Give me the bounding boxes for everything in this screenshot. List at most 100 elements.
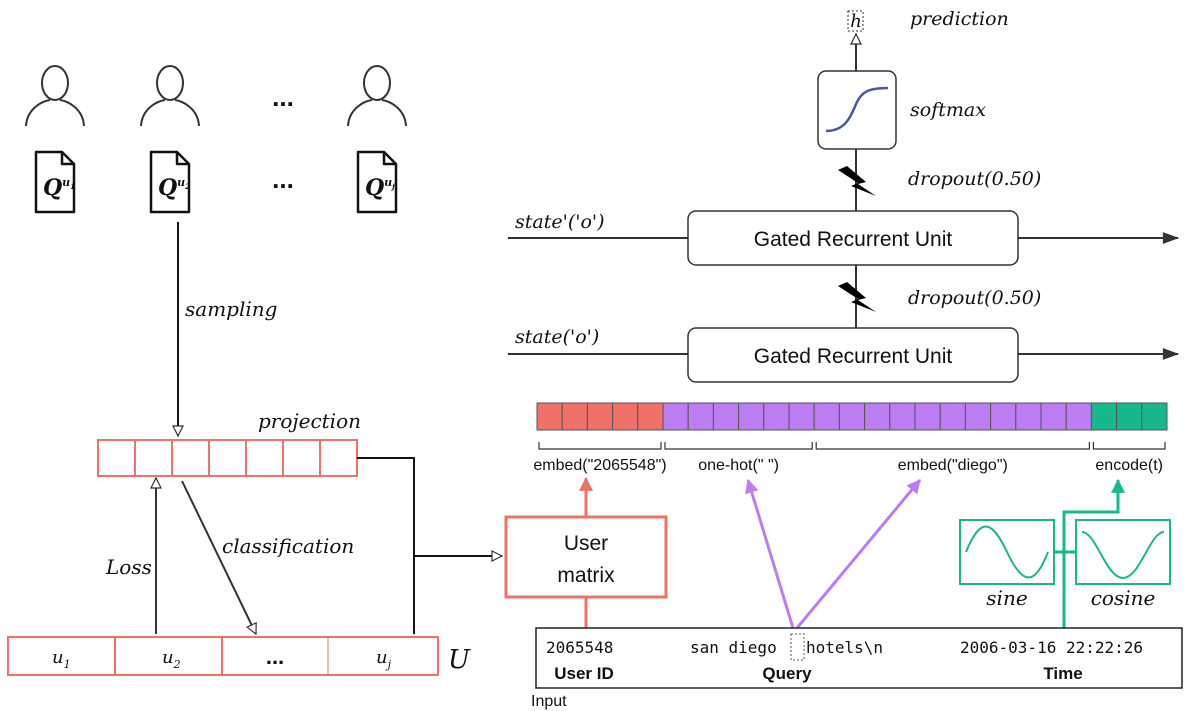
users-row — [25, 65, 407, 127]
state-top-label: state'('o') — [515, 211, 605, 233]
embedding-cell — [964, 402, 992, 431]
input-time-value: 2006-03-16 22:22:26 — [960, 638, 1143, 657]
cosine-label: cosine — [1091, 586, 1156, 610]
output-h: h — [850, 11, 862, 32]
embedding-cell — [1116, 402, 1143, 431]
users-ellipsis: ... — [272, 82, 294, 112]
output-dashed-box — [847, 10, 864, 32]
cosine-wave-icon — [1081, 531, 1165, 580]
embedding-cell — [939, 402, 966, 431]
dropout-bottom-label: dropout(0.50) — [908, 287, 1041, 309]
user-icon — [25, 65, 85, 127]
embedding-cell — [612, 402, 639, 431]
embedding-labels: embed("2065548") one-hot(" ") embed("diego… — [533, 457, 1163, 474]
query-doc-label-2: Qu2 — [158, 175, 190, 201]
input-user-id-value: 2065548 — [546, 638, 613, 657]
dropout-bolt-icon — [838, 166, 876, 196]
gru-bottom-box — [687, 327, 1019, 383]
projection-vector — [97, 439, 358, 477]
softmax-label: softmax — [910, 99, 986, 121]
embedding-cell — [1141, 402, 1168, 431]
user-matrix-line1: User — [564, 532, 608, 555]
user-cell-j: uj — [376, 647, 392, 671]
embedding-bracket — [1092, 442, 1166, 450]
embedding-cell — [1090, 402, 1118, 431]
embedding-segment-label: embed("2065548") — [533, 457, 666, 474]
sigmoid-icon — [825, 86, 889, 133]
embedding-cell — [1015, 402, 1042, 431]
docs-ellipsis: ... — [272, 164, 294, 194]
user-matrix-row — [7, 636, 439, 676]
query-doc-label-j: Quj — [365, 175, 395, 201]
input-box — [535, 627, 1183, 689]
query-onehot-arrow — [745, 478, 795, 629]
embedding-segment-label: one-hot(" ") — [698, 457, 779, 474]
embedding-cell — [763, 402, 790, 431]
user-matrix-line2: matrix — [557, 564, 615, 587]
embedding-segment-label: embed("diego") — [898, 457, 1008, 474]
sine-box — [959, 519, 1055, 585]
document-icon — [356, 150, 398, 214]
embedding-cell — [889, 402, 916, 431]
input-caption: Input — [531, 693, 567, 710]
embedding-cell — [637, 402, 664, 431]
embedding-cell — [1065, 402, 1092, 431]
embedding-cell — [712, 402, 740, 431]
user-cell-2: u2 — [162, 647, 181, 671]
prediction-label: prediction — [910, 8, 1009, 30]
classification-label: classification — [222, 534, 354, 558]
query-space-marker — [790, 633, 805, 661]
query-doc-label-1: Qu1 — [43, 175, 75, 201]
query-embed-arrow — [795, 479, 922, 629]
embedding-cell — [788, 402, 815, 431]
gru-top-box — [687, 210, 1019, 266]
embedding-bracket — [664, 442, 813, 450]
projection-connector — [357, 457, 415, 634]
document-icon — [34, 150, 76, 214]
loss-label: Loss — [105, 555, 152, 579]
classification-arrow — [181, 480, 257, 634]
softmax-box — [817, 70, 897, 150]
user-cell-ellipsis: ... — [266, 644, 284, 669]
user-cell-1: u1 — [52, 647, 71, 671]
state-bottom-label: state('o') — [515, 326, 599, 348]
user-matrix-box — [504, 515, 668, 599]
sine-label: sine — [986, 586, 1027, 610]
matrix-u-label: U — [448, 645, 471, 675]
input-query-value-left: san diego — [690, 638, 777, 657]
user-icon — [140, 65, 200, 127]
document-icon — [149, 150, 191, 214]
embedding-brackets — [538, 442, 1166, 450]
time-connector — [1062, 478, 1125, 628]
query-docs-row — [34, 150, 398, 214]
input-query-label: Query — [762, 664, 812, 683]
projection-label: projection — [258, 409, 361, 433]
dropout-bolt-icon — [838, 282, 876, 312]
embedding-bracket — [815, 442, 1090, 450]
sine-wave-icon — [965, 525, 1049, 579]
embedding-cell — [1040, 402, 1067, 431]
cosine-box — [1075, 519, 1171, 585]
sampling-label: sampling — [185, 297, 277, 321]
embedding-bracket — [538, 442, 662, 450]
embedding-cell — [687, 402, 714, 431]
embedding-cell — [536, 402, 563, 431]
dropout-top-label: dropout(0.50) — [908, 168, 1041, 190]
embedding-cell — [914, 402, 941, 431]
embedding-cell — [990, 402, 1017, 431]
embedding-segment-label: encode(t) — [1095, 457, 1163, 474]
user-icon — [347, 65, 407, 127]
input-user-id-label: User ID — [554, 664, 614, 683]
embedding-cell — [561, 402, 588, 431]
embedding-cell — [586, 402, 614, 431]
embedding-cell — [864, 402, 891, 431]
embedding-cell — [813, 402, 840, 431]
gru-top-label: Gated Recurrent Unit — [754, 228, 953, 251]
gru-bottom-label: Gated Recurrent Unit — [754, 345, 953, 368]
embedding-cell — [738, 402, 765, 431]
input-time-label: Time — [1043, 664, 1082, 683]
embedding-vector — [536, 402, 1168, 431]
input-query-value-right: hotels\n — [806, 638, 883, 657]
embedding-cell — [662, 402, 689, 431]
